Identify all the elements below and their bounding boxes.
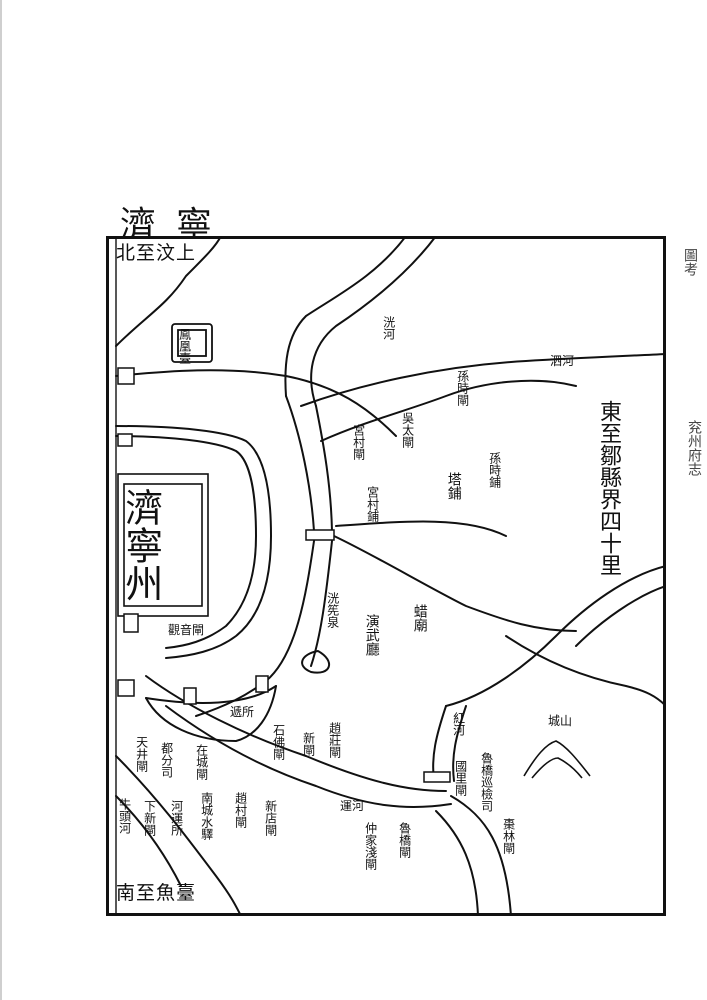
label-xin-zha: 新閘 bbox=[301, 732, 316, 756]
label-guan-yin-zha: 觀音閘 bbox=[168, 623, 205, 637]
map-drawing bbox=[115, 236, 666, 916]
label-du-fen-si: 都分司 bbox=[159, 742, 174, 778]
label-la-miao: 蜡廟 bbox=[411, 604, 428, 632]
label-zhao-cun-zha: 趙村閘 bbox=[233, 792, 248, 828]
label-niu-tou-he: 牛頭河 bbox=[117, 798, 132, 834]
direction-east: 東至鄒縣界四十里 bbox=[596, 400, 621, 576]
label-zhao-zhuang-zha: 趙莊閘 bbox=[327, 722, 342, 758]
margin-text-top: 圖考 bbox=[682, 248, 698, 276]
label-lu-qiao-xun-jian-si: 魯橋巡檢司 bbox=[479, 752, 494, 812]
label-xia-xin-zha: 下新閘 bbox=[142, 800, 157, 836]
label-feng-huang-tai: 鳳凰臺 bbox=[177, 328, 192, 364]
label-guang-xian-quan: 洸筅泉 bbox=[325, 592, 340, 628]
label-he-yun-suo: 河運所 bbox=[169, 800, 184, 836]
label-nan-cheng-shui-yi: 南城水驛 bbox=[199, 792, 214, 840]
label-shi-fo-zha: 石佛閘 bbox=[271, 724, 286, 760]
label-gong-cun-zha: 宮村閘 bbox=[351, 424, 366, 460]
label-xin-dian-zha: 新店閘 bbox=[263, 800, 278, 836]
label-guo-li-zha: 國里閘 bbox=[453, 760, 468, 796]
city-name: 濟寧州 bbox=[118, 488, 163, 602]
label-hong-he: 紅河 bbox=[451, 712, 466, 736]
direction-north: 北至汶上 bbox=[116, 242, 197, 264]
label-sun-shi-pu: 孫時鋪 bbox=[487, 452, 502, 488]
label-sun-shi-zha: 孫時閘 bbox=[455, 370, 470, 406]
label-zhong-jia-qian-zha: 仲家淺閘 bbox=[363, 822, 378, 870]
label-zao-lin-zha: 棗林閘 bbox=[501, 818, 516, 854]
label-zai-cheng-zha: 在城閘 bbox=[194, 744, 209, 780]
label-yan-wu-ting: 演武廳 bbox=[363, 614, 380, 656]
label-lu-qiao-zha: 魯橋閘 bbox=[397, 822, 412, 858]
page-binding-edge bbox=[0, 0, 2, 1000]
margin-text-mid: 兖州府志 bbox=[686, 420, 702, 476]
label-ta-pu: 塔鋪 bbox=[445, 472, 462, 500]
label-si-he: 泗河 bbox=[550, 354, 575, 368]
label-cheng-shan: 城山 bbox=[548, 714, 573, 728]
label-gong-cun-pu: 宮村鋪 bbox=[365, 486, 380, 522]
label-tian-jing-zha: 天井閘 bbox=[134, 736, 149, 772]
label-wu-tai-zha: 吳太閘 bbox=[400, 412, 415, 448]
label-di-suo: 遞所 bbox=[230, 705, 255, 719]
label-xi-he: 洸河 bbox=[381, 316, 396, 340]
direction-south: 南至魚臺 bbox=[116, 882, 197, 904]
label-yun-he: 運河 bbox=[340, 799, 365, 813]
